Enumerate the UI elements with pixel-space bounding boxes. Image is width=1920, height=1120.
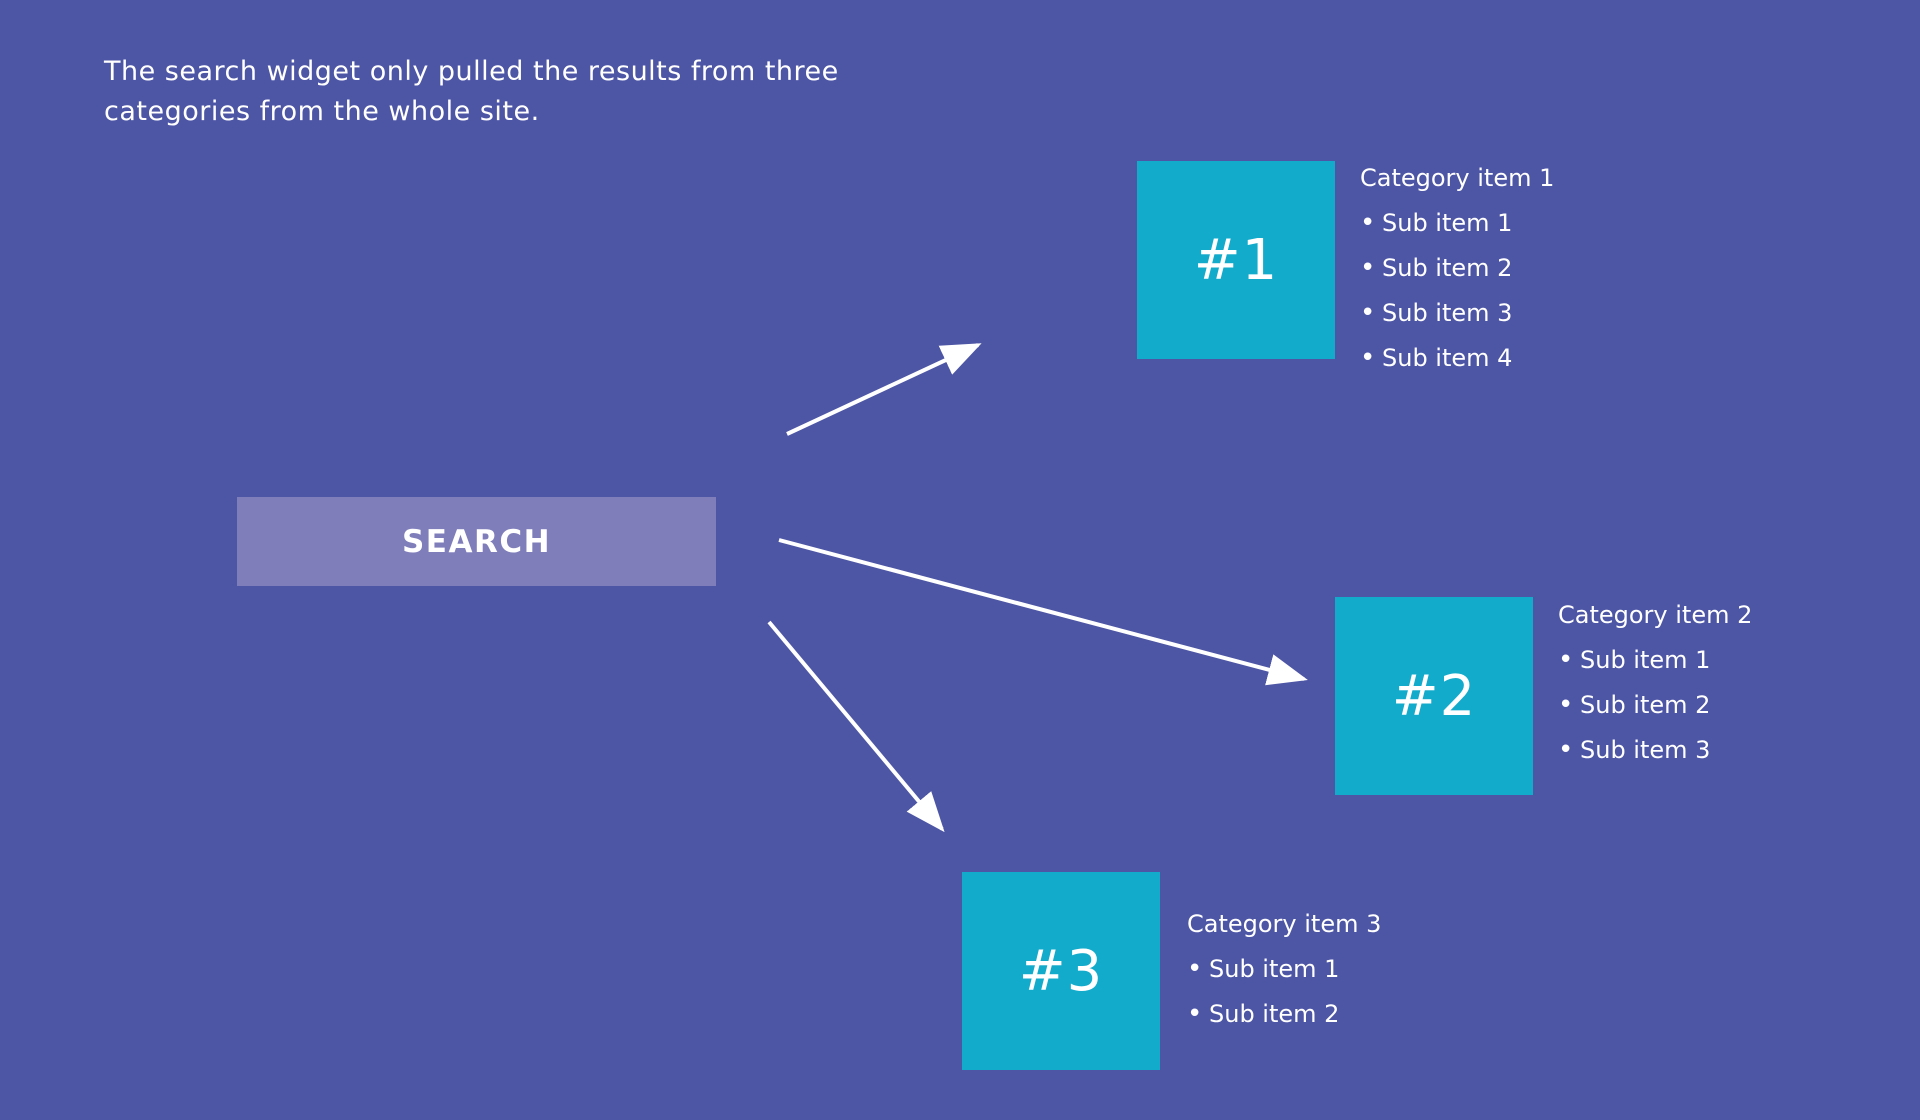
category-2-number: #2 <box>1391 663 1477 729</box>
category-2-sub-item[interactable]: Sub item 2 <box>1558 683 1752 728</box>
arrow-to-category-2 <box>778 538 1308 686</box>
category-2-box[interactable]: #2 <box>1335 597 1533 795</box>
arrow-to-category-3 <box>767 620 945 833</box>
category-1-sub-item[interactable]: Sub item 4 <box>1360 336 1554 381</box>
category-1-sub-item[interactable]: Sub item 3 <box>1360 291 1554 336</box>
category-2-sub-item[interactable]: Sub item 3 <box>1558 728 1752 773</box>
category-1-box[interactable]: #1 <box>1137 161 1335 359</box>
category-1-title: Category item 1 <box>1360 164 1555 192</box>
category-2-sub-item[interactable]: Sub item 1 <box>1558 638 1752 683</box>
caption-line-1: The search widget only pulled the result… <box>104 56 839 87</box>
category-3-sub-item[interactable]: Sub item 1 <box>1187 947 1381 992</box>
arrow-to-category-1 <box>786 343 982 436</box>
caption-line-2: categories from the whole site. <box>104 96 540 127</box>
category-2-title: Category item 2 <box>1558 601 1753 629</box>
category-2-list: Category item 2 Sub item 1 Sub item 2 Su… <box>1558 593 1752 773</box>
category-3-list: Category item 3 Sub item 1 Sub item 2 <box>1187 902 1381 1037</box>
category-3-sub-item[interactable]: Sub item 2 <box>1187 992 1381 1037</box>
category-3-number: #3 <box>1018 938 1104 1004</box>
search-button[interactable]: SEARCH <box>237 497 716 586</box>
category-1-number: #1 <box>1193 227 1279 293</box>
category-1-sub-item[interactable]: Sub item 1 <box>1360 201 1554 246</box>
category-3-box[interactable]: #3 <box>962 872 1160 1070</box>
search-button-label: SEARCH <box>401 523 552 560</box>
category-1-list: Category item 1 Sub item 1 Sub item 2 Su… <box>1360 156 1554 381</box>
category-1-sub-item[interactable]: Sub item 2 <box>1360 246 1554 291</box>
category-3-title: Category item 3 <box>1187 910 1382 938</box>
diagram-caption: The search widget only pulled the result… <box>104 52 924 132</box>
